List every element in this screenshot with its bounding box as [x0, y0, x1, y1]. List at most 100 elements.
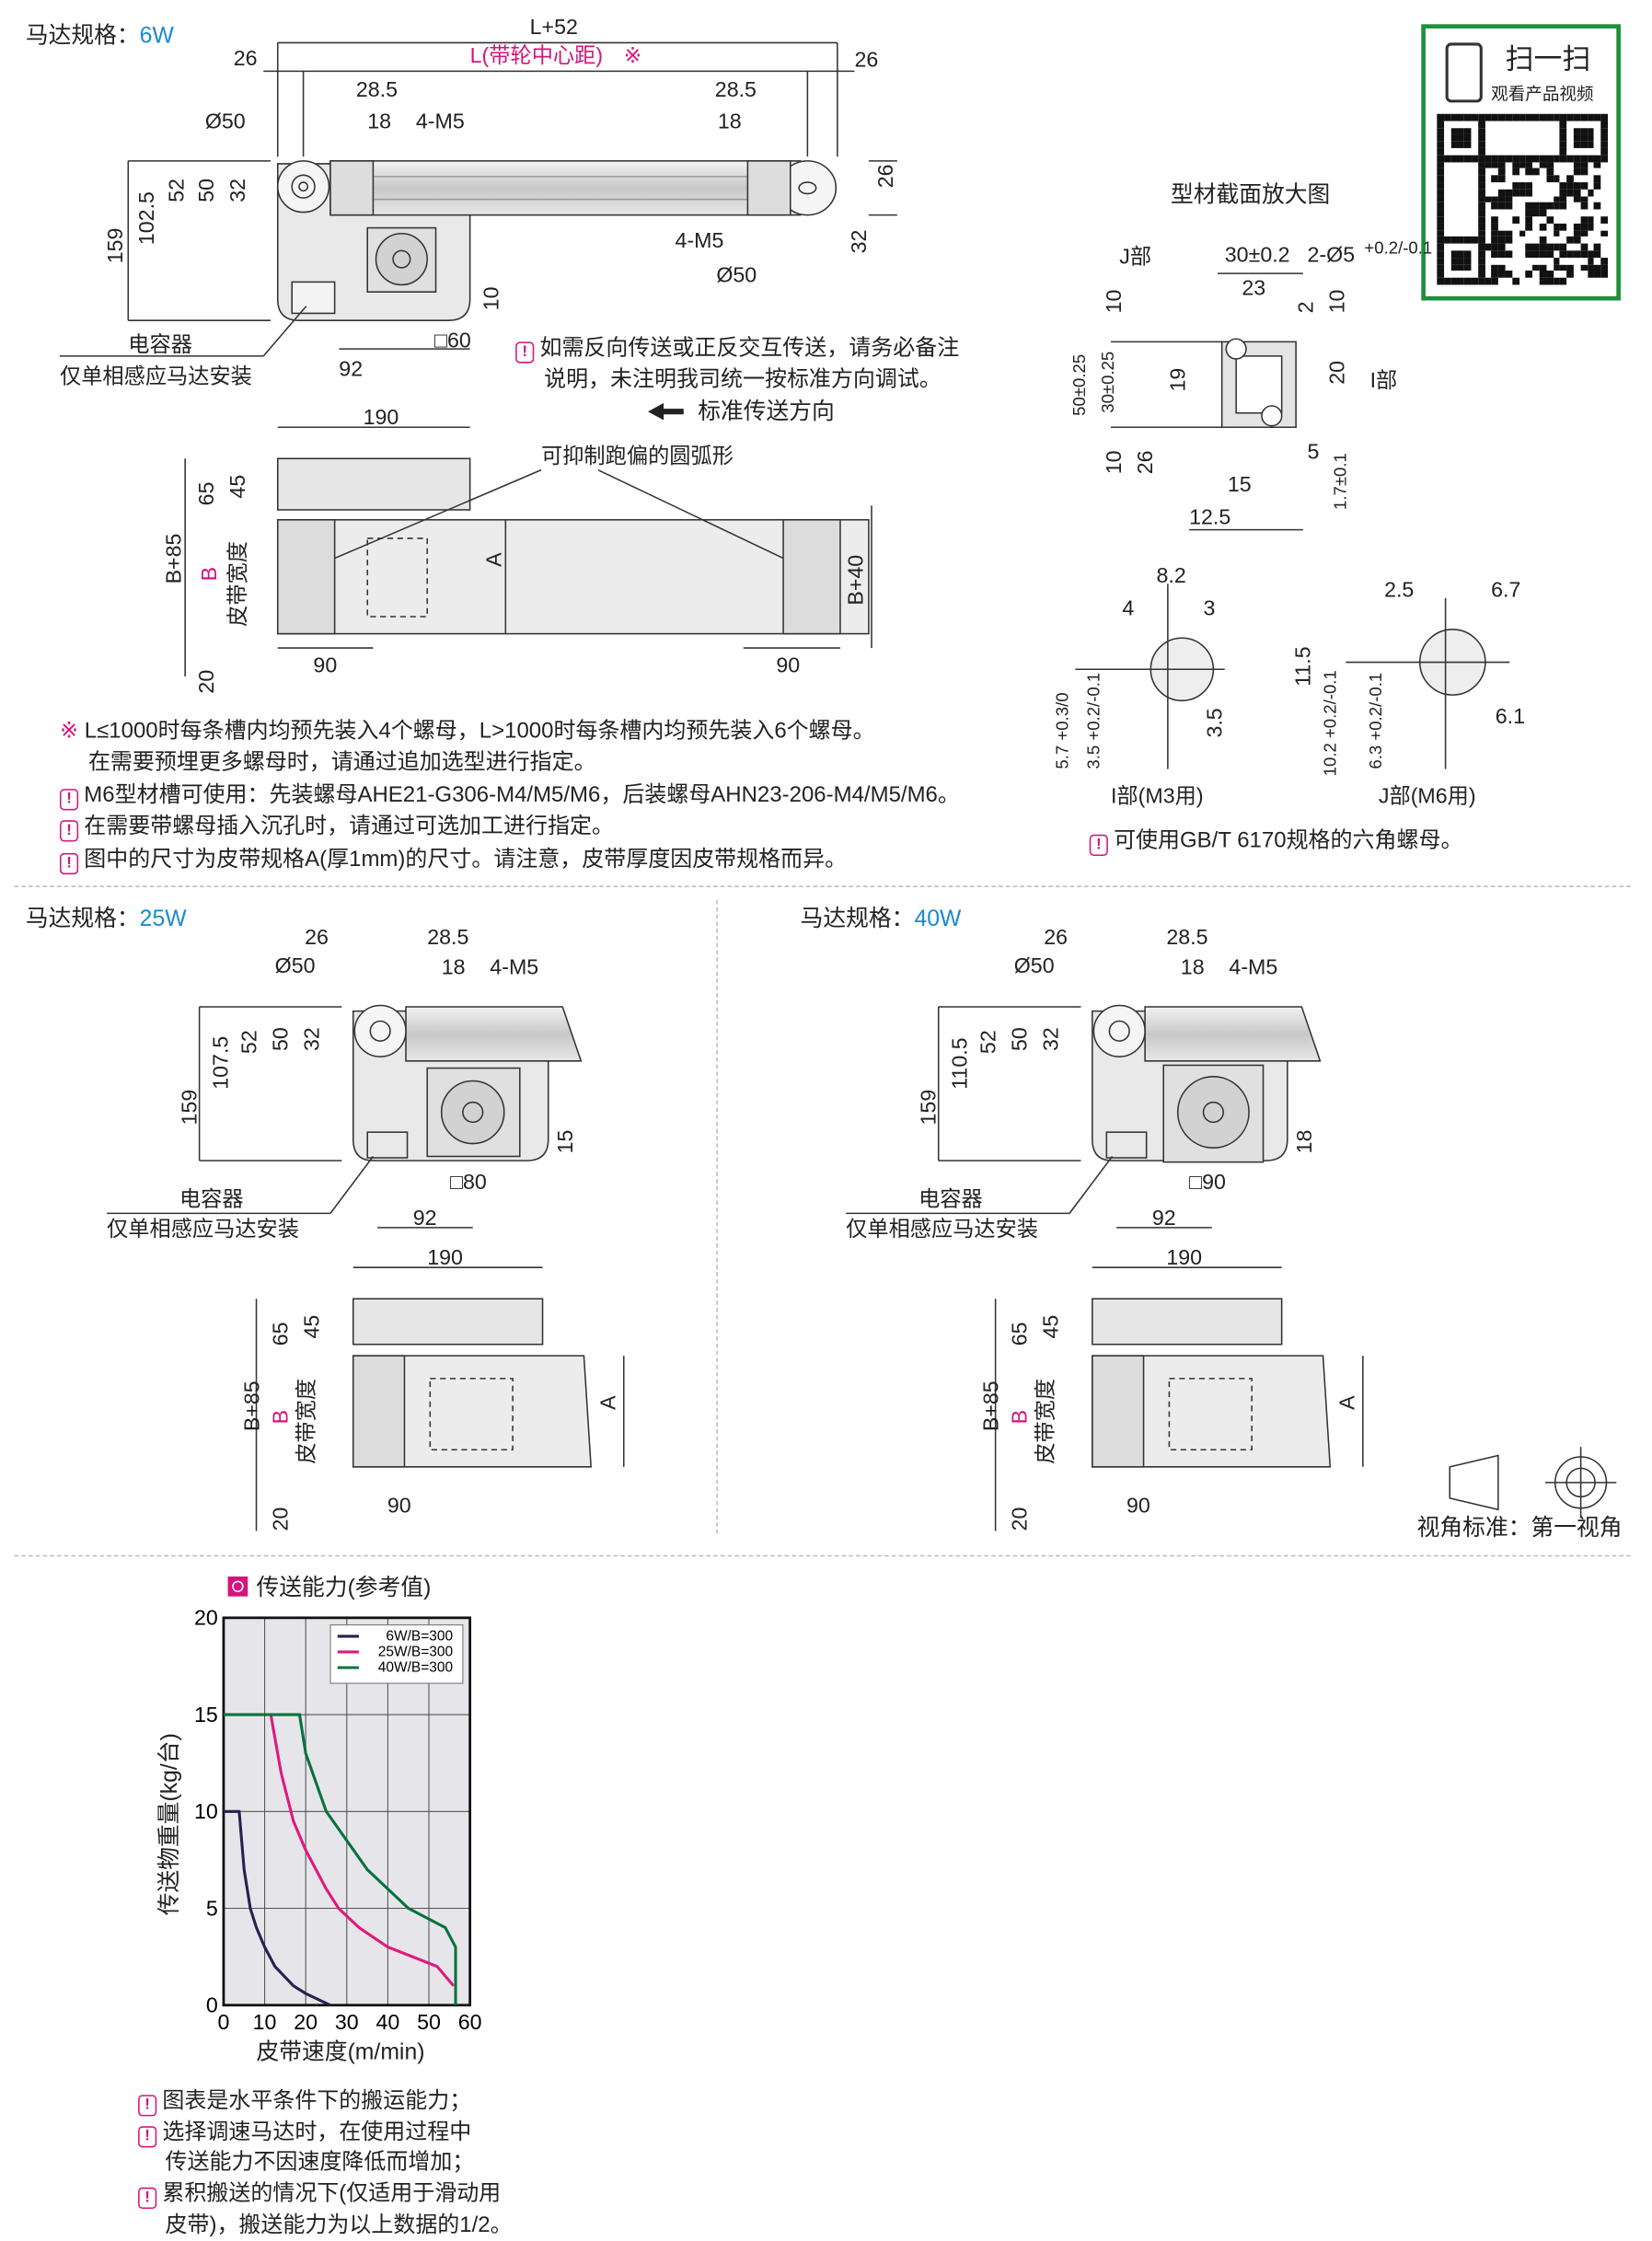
dimension-label: 23	[1242, 276, 1266, 301]
dimension-label: 28.5	[355, 78, 399, 103]
dimension-label: 15	[1227, 472, 1252, 498]
dimension-label: 20	[1325, 360, 1350, 385]
x-tick-label: 60	[458, 2010, 482, 2034]
dimension-label: 仅单相感应马达安装	[846, 1218, 1039, 1242]
legend-label: 40W/B=300	[378, 1660, 453, 1676]
warning-icon: !	[515, 341, 535, 364]
x-tick-label: 0	[217, 2010, 229, 2034]
dimension-label: 92	[412, 1206, 437, 1230]
series-line-40W	[223, 1713, 457, 2005]
dimension-label: 28.5	[1166, 925, 1208, 951]
dimension-label: B+85	[979, 1380, 1004, 1432]
warning-icon: !	[138, 2187, 157, 2210]
warning-icon: !	[59, 852, 79, 874]
dimension-label: 2-Ø5	[1307, 243, 1356, 268]
y-tick-label: 15	[194, 1703, 218, 1727]
qr-title: 扫一扫	[1505, 43, 1591, 76]
dimension-label: 190	[1166, 1245, 1203, 1271]
dimension-label: 15	[553, 1129, 579, 1154]
x-axis-label: 皮带速度(m/min)	[256, 2040, 425, 2065]
dimension-label: 159	[917, 1089, 942, 1126]
dimension-label: B+40	[844, 554, 869, 606]
divider	[716, 899, 718, 1534]
top-view-25w	[255, 1266, 625, 1531]
y-tick-label: 20	[194, 1606, 218, 1630]
dimension-label: 10.2 +0.2/-0.1	[1320, 670, 1341, 777]
dimension-label: 90	[776, 653, 801, 678]
dimension-label: 50	[269, 1027, 294, 1051]
warning-icon: !	[138, 2125, 157, 2147]
dimension-label: 18	[1180, 955, 1205, 980]
dimension-label: 2.5	[1384, 578, 1415, 603]
dimension-label: 10	[1325, 289, 1350, 314]
warning-icon: !	[138, 2095, 157, 2117]
detail-j	[1346, 597, 1510, 769]
dimension-label: ※	[623, 43, 642, 69]
dimension-label: B+85	[162, 533, 187, 584]
dimension-label: 32	[847, 229, 872, 254]
dimension-label: 可抑制跑偏的圆弧形	[541, 444, 734, 469]
qr-subtitle: 观看产品视频	[1491, 84, 1594, 104]
dimension-label: 50±0.25	[1069, 353, 1090, 416]
dimension-label: □60	[433, 329, 471, 353]
dimension-label: 20	[194, 669, 220, 694]
dimension-label: 45	[300, 1314, 325, 1339]
dimension-label: 32	[1039, 1027, 1064, 1051]
dimension-label: 10	[1102, 450, 1126, 475]
side-view-6w	[59, 41, 897, 357]
dimension-label: 18	[441, 955, 466, 980]
bullet-icon	[227, 1576, 248, 1597]
dimension-label: 52	[976, 1030, 1001, 1055]
dimension-label: 电容器	[179, 1187, 244, 1212]
divider	[14, 1554, 1631, 1557]
dimension-label: 18	[717, 110, 742, 134]
profile-cross-section	[1110, 272, 1303, 531]
y-tick-label: 10	[194, 1799, 218, 1823]
dimension-label: 90	[1126, 1494, 1150, 1519]
dimension-label: 10	[1102, 289, 1126, 314]
dimension-label: 190	[363, 406, 399, 431]
dimension-label: 52	[165, 178, 190, 202]
dimension-label: 4-M5	[675, 229, 724, 254]
dimension-label: A	[482, 552, 507, 567]
dimension-label: 18	[1293, 1129, 1318, 1154]
dimension-label: 159	[103, 227, 129, 264]
dimension-label: 107.5	[209, 1035, 234, 1090]
dimension-label: 6.7	[1491, 578, 1521, 603]
chart-title: 传送能力(参考值)	[227, 1576, 431, 1600]
qr-code-panel[interactable]: 扫一扫 观看产品视频	[1421, 24, 1621, 301]
dimension-label: 皮带宽度	[1034, 1378, 1058, 1464]
chart-notes: !图表是水平条件下的搬运能力； !选择调速马达时，在使用过程中 传送能力不因速度…	[138, 2086, 513, 2241]
dimension-label: 10	[479, 286, 504, 311]
dimension-label: +0.2/-0.1	[1364, 237, 1433, 259]
series-line-6W	[223, 1809, 331, 2007]
dimension-label: 仅单相感应马达安装	[59, 364, 252, 389]
dimension-label: 92	[1151, 1206, 1176, 1230]
qr-code	[1437, 113, 1608, 285]
top-view-40w	[994, 1266, 1364, 1531]
motor-spec-title-6w: 马达规格：6W	[25, 24, 174, 49]
dimension-label: 90	[387, 1494, 411, 1519]
dimension-label: 皮带宽度	[295, 1378, 319, 1464]
x-tick-label: 40	[376, 2010, 400, 2034]
detail-j-caption: J部(M6用)	[1378, 784, 1476, 809]
dimension-label: 45	[226, 474, 251, 499]
phone-icon	[1445, 42, 1483, 103]
warning-icon: !	[59, 820, 79, 843]
view-standard: 视角标准：第一视角	[1416, 1516, 1623, 1542]
dimension-label: 65	[1008, 1322, 1033, 1346]
x-tick-label: 50	[417, 2010, 441, 2034]
motor-spec-title-40w: 马达规格：40W	[800, 907, 962, 931]
nut-note: !可使用GB/T 6170规格的六角螺母。	[1089, 826, 1462, 858]
dimension-label: 20	[1008, 1507, 1033, 1531]
dimension-label: 4-M5	[490, 955, 539, 980]
dimension-label: Ø50	[716, 263, 757, 288]
dimension-label: □80	[449, 1170, 487, 1196]
dimension-label: I部	[1369, 368, 1398, 394]
dimension-label: 4-M5	[1229, 955, 1278, 980]
dimension-label: 90	[313, 653, 338, 678]
dimension-label: 50	[1008, 1027, 1033, 1051]
dimension-label: 6.3 +0.2/-0.1	[1365, 672, 1386, 769]
dimension-label: Ø50	[1013, 953, 1055, 979]
